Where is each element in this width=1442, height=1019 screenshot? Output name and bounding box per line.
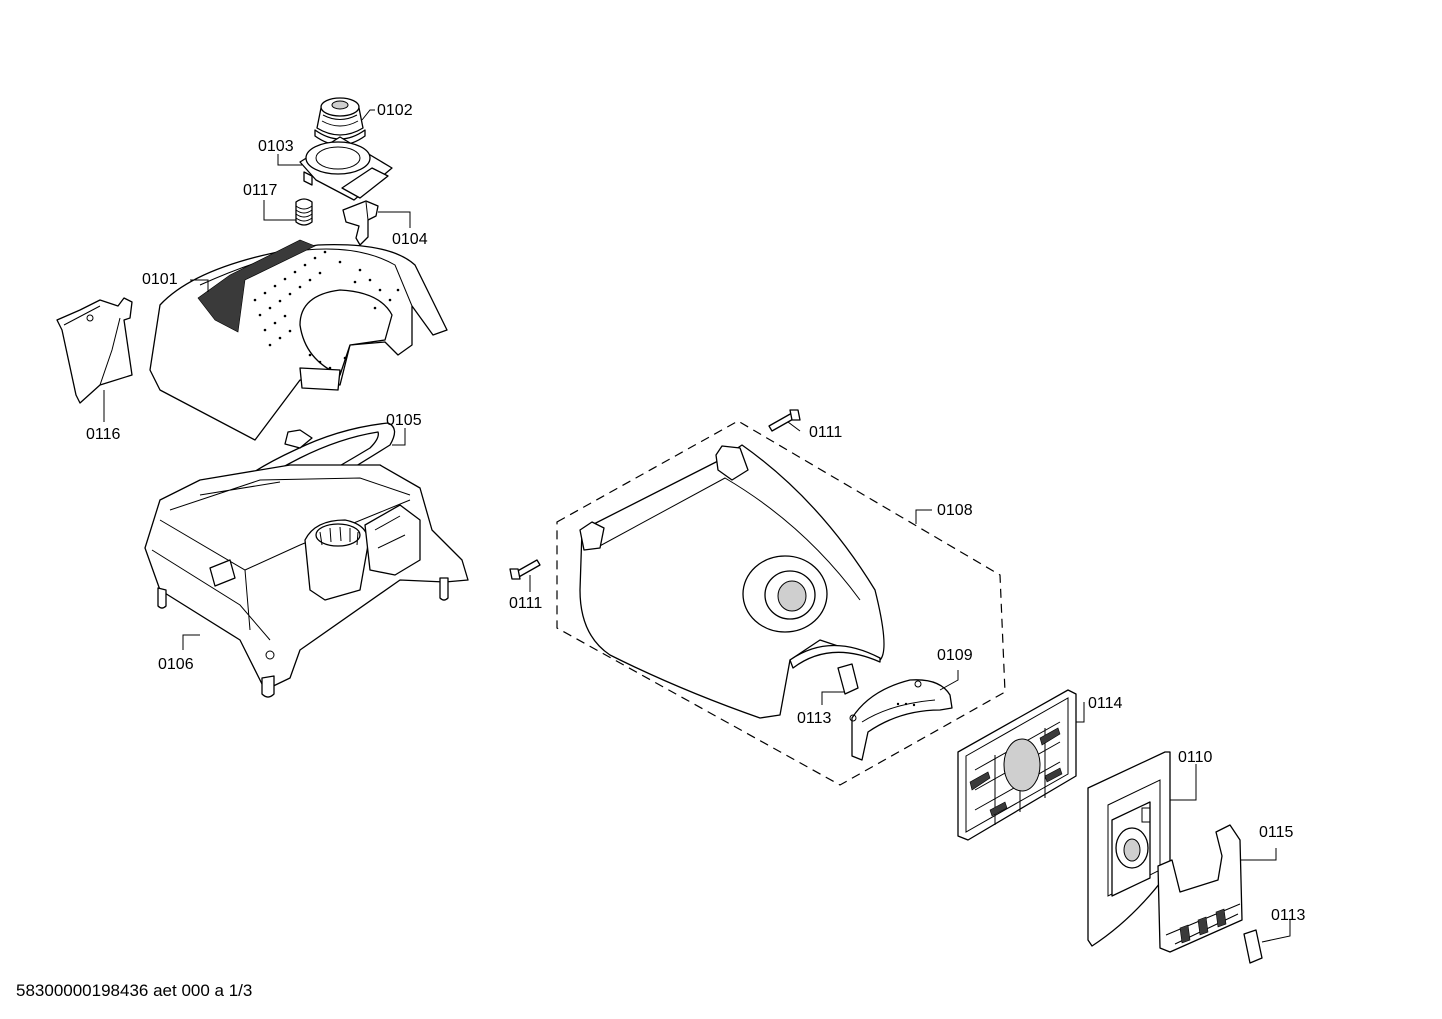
label-0117: 0117 [243, 182, 278, 199]
part-0103-ring-plate [299, 136, 393, 201]
label-0114: 0114 [1088, 695, 1123, 712]
part-0110-dust-bag [1087, 751, 1171, 947]
part-0111-screw-top [768, 409, 801, 432]
label-0104: 0104 [392, 231, 428, 248]
label-0113-lower: 0113 [1271, 907, 1306, 924]
label-0102: 0102 [377, 102, 413, 119]
part-0108-assembly-outline [556, 420, 1006, 786]
part-0111-screw-left [509, 559, 541, 580]
part-0117-spring [295, 198, 313, 226]
part-0102-knob [314, 97, 366, 146]
label-0116: 0116 [86, 426, 121, 443]
label-0105: 0105 [386, 412, 422, 429]
label-0111-top: 0111 [809, 424, 842, 441]
label-0103: 0103 [258, 138, 294, 155]
label-0115: 0115 [1259, 824, 1294, 841]
part-0106-base-frame [144, 464, 469, 698]
label-0109: 0109 [937, 647, 973, 664]
part-0104-latch [342, 200, 379, 246]
label-0111-left: 0111 [509, 595, 542, 612]
leader-lines [103, 109, 1291, 943]
part-0113-small-tab-lower [1243, 929, 1263, 964]
part-0114-filter-frame [957, 689, 1077, 841]
part-0108-housing-lid [579, 444, 885, 719]
label-0101: 0101 [142, 271, 178, 288]
label-0113-upper: 0113 [797, 710, 832, 727]
label-0106: 0106 [158, 656, 194, 673]
part-0101-top-cover [149, 239, 448, 441]
document-code: 58300000198436 aet 000 a 1/3 [16, 981, 253, 1000]
part-0116-side-bracket [56, 297, 133, 404]
label-0108: 0108 [937, 502, 973, 519]
part-labels: 0102 0103 0117 0104 0101 0116 0105 0106 … [86, 102, 1306, 924]
part-0109-handle [849, 679, 953, 761]
part-0115-bag-holder [1157, 824, 1243, 953]
label-0110: 0110 [1178, 749, 1213, 766]
part-0113-small-tab-upper [837, 663, 859, 695]
